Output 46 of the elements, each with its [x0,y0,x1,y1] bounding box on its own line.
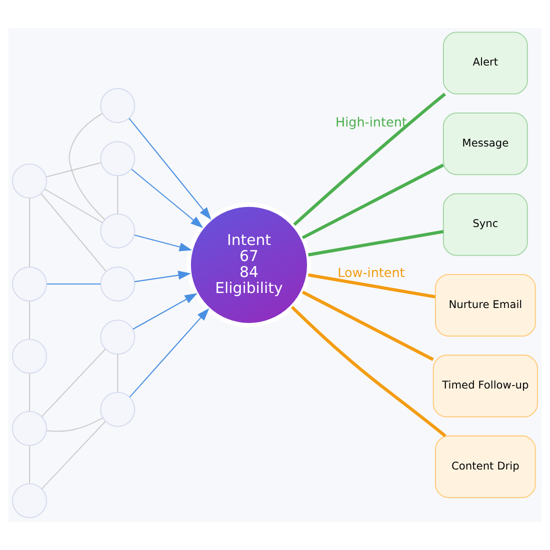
connector [29,301,30,340]
connector [293,92,446,226]
connector [40,193,106,272]
connector [41,348,106,417]
arrow [128,118,212,220]
node-circle [100,266,136,302]
connector [46,284,101,285]
connector [117,354,118,392]
node-circle [100,213,136,248]
node-circle [100,392,136,427]
connector [29,446,30,484]
node-circle [12,266,48,302]
edge-label: Low-intent [338,266,405,282]
node-box: Nurture Email [434,274,536,337]
connector [46,418,103,432]
connector [302,164,444,240]
node-box: Message [442,112,528,176]
connector [41,420,106,490]
node-circle [12,338,48,374]
node-circle: Intent 67 84 Eligibility [186,202,312,328]
node-circle [12,483,48,518]
connector [29,198,30,267]
arrow [132,293,198,330]
node-box: Timed Follow-up [432,354,538,418]
node-circle [100,88,136,124]
connector [308,273,436,298]
node-circle [100,141,136,176]
node-circle [100,320,136,355]
connector [68,112,106,220]
node-box: Content Drip [434,435,536,498]
arrow [131,168,204,228]
node-circle [12,163,48,198]
connector [29,373,30,412]
node-box: Alert [442,32,528,94]
connector [44,188,103,224]
node-box: Sync [442,193,528,256]
arrow [134,270,192,282]
connector [117,176,118,214]
node-circle [12,410,48,446]
connector [308,230,444,256]
connector [290,306,446,438]
edge-label: High-intent [336,115,407,130]
connector [302,290,434,361]
arrow [134,234,192,252]
connector [46,162,102,178]
arrow [129,308,210,398]
